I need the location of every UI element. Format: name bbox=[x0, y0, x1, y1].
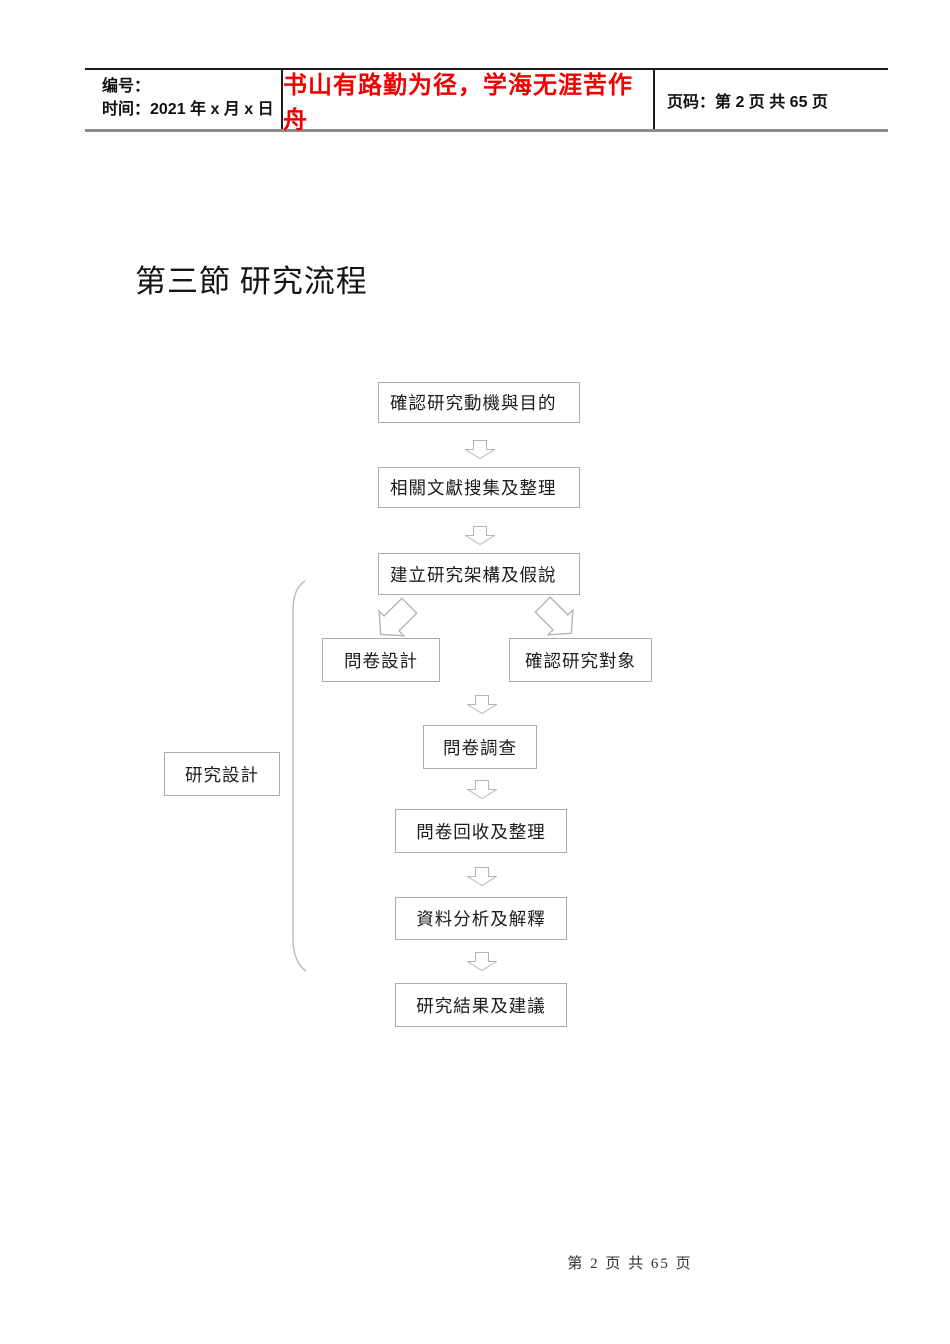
down-arrow-icon bbox=[465, 526, 495, 545]
section-title: 第三節 研究流程 bbox=[135, 264, 368, 299]
flow-node-framework: 建立研究架構及假說 bbox=[378, 553, 580, 595]
header-page-info: 页码：第 2 页 共 65 页 bbox=[667, 93, 828, 111]
flow-node-motivation: 確認研究動機與目的 bbox=[378, 382, 580, 423]
footer-page-number: 第 2 页 共 65 页 bbox=[567, 1256, 693, 1272]
flow-side-label-research-design: 研究設計 bbox=[164, 752, 280, 796]
header-time-label: 时间：2021 年 x 月 x 日 bbox=[102, 101, 274, 118]
header-slogan: 书山有路勤为径，学海无涯苦作舟 bbox=[283, 72, 633, 134]
down-right-arrow-icon bbox=[534, 596, 574, 636]
flow-node-survey: 問卷調查 bbox=[423, 725, 537, 769]
down-arrow-icon bbox=[467, 695, 497, 714]
flow-node-results: 研究結果及建議 bbox=[395, 983, 567, 1027]
flow-node-literature: 相關文獻搜集及整理 bbox=[378, 467, 580, 508]
down-arrow-icon bbox=[465, 440, 495, 459]
header-number-label: 编号： bbox=[102, 78, 151, 95]
down-arrow-icon bbox=[467, 780, 497, 799]
down-left-arrow-icon bbox=[378, 597, 418, 637]
down-arrow-icon bbox=[467, 952, 497, 971]
header-page-cell: 页码：第 2 页 共 65 页 bbox=[655, 70, 888, 129]
header-slogan-cell: 书山有路勤为径，学海无涯苦作舟 bbox=[283, 70, 655, 134]
header-meta-cell: 编号： 时间：2021 年 x 月 x 日 bbox=[85, 70, 283, 129]
down-arrow-icon bbox=[467, 867, 497, 886]
flow-node-collection: 問卷回收及整理 bbox=[395, 809, 567, 853]
flow-node-questionnaire-design: 問卷設計 bbox=[322, 638, 440, 682]
header-table: 编号： 时间：2021 年 x 月 x 日 书山有路勤为径，学海无涯苦作舟 页码… bbox=[85, 68, 888, 134]
brace-curve bbox=[292, 580, 307, 972]
flow-node-analysis: 資料分析及解釋 bbox=[395, 897, 567, 940]
flow-node-research-subject: 確認研究對象 bbox=[509, 638, 652, 682]
